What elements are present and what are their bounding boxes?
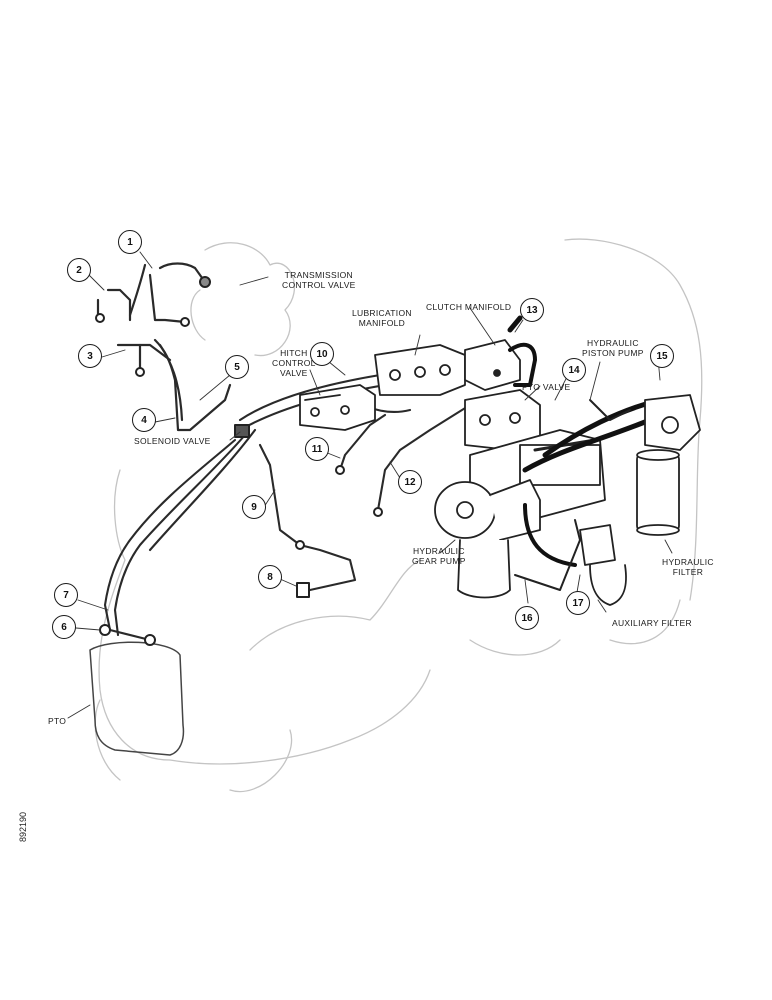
callout-7: 7 [54, 583, 78, 607]
label-pto-valve: PTO VALVE [522, 382, 571, 392]
callout-15: 15 [650, 344, 674, 368]
document-code: 892190 [18, 811, 29, 843]
auxiliary-filter [579, 524, 627, 606]
label-auxiliary-filter: AUXILIARY FILTER [612, 618, 692, 628]
callout-9: 9 [242, 495, 266, 519]
pump-hose [522, 417, 653, 473]
transmission-valve-lines [96, 262, 232, 432]
callout-12: 12 [398, 470, 422, 494]
callout-5: 5 [225, 355, 249, 379]
clutch-manifold [464, 339, 521, 391]
callout-14: 14 [562, 358, 586, 382]
callout-2: 2 [67, 258, 91, 282]
label-clutch-manifold: CLUTCH MANIFOLD [426, 302, 512, 312]
hydraulic-filter [636, 394, 701, 536]
callout-13: 13 [520, 298, 544, 322]
callout-17: 17 [566, 591, 590, 615]
main-tube-bundle [103, 368, 482, 642]
label-pto: PTO [48, 716, 67, 726]
callout-1: 1 [118, 230, 142, 254]
suction-hose [523, 503, 577, 567]
label-transmission-control-valve: TRANSMISSION CONTROL VALVE [282, 270, 356, 290]
callout-8: 8 [258, 565, 282, 589]
label-hydraulic-gear-pump: HYDRAULIC GEAR PUMP [412, 546, 466, 566]
label-solenoid-valve: SOLENOID VALVE [134, 436, 211, 446]
label-hydraulic-filter: HYDRAULIC FILTER [662, 557, 714, 577]
callout-16: 16 [515, 606, 539, 630]
pto-housing [89, 641, 185, 756]
callout-6: 6 [52, 615, 76, 639]
label-lubrication-manifold: LUBRICATION MANIFOLD [352, 308, 412, 328]
clutch-hose [508, 342, 537, 387]
label-hydraulic-piston-pump: HYDRAULIC PISTON PUMP [582, 338, 644, 358]
callout-4: 4 [132, 408, 156, 432]
hydraulic-gear-pump [434, 479, 541, 599]
label-hitch-control-valve: HITCH CONTROL VALVE [272, 348, 316, 378]
callout-3: 3 [78, 344, 102, 368]
hitch-control-valve [299, 384, 376, 431]
lubrication-manifold [374, 344, 466, 396]
callout-10: 10 [310, 342, 334, 366]
callout-11: 11 [305, 437, 329, 461]
